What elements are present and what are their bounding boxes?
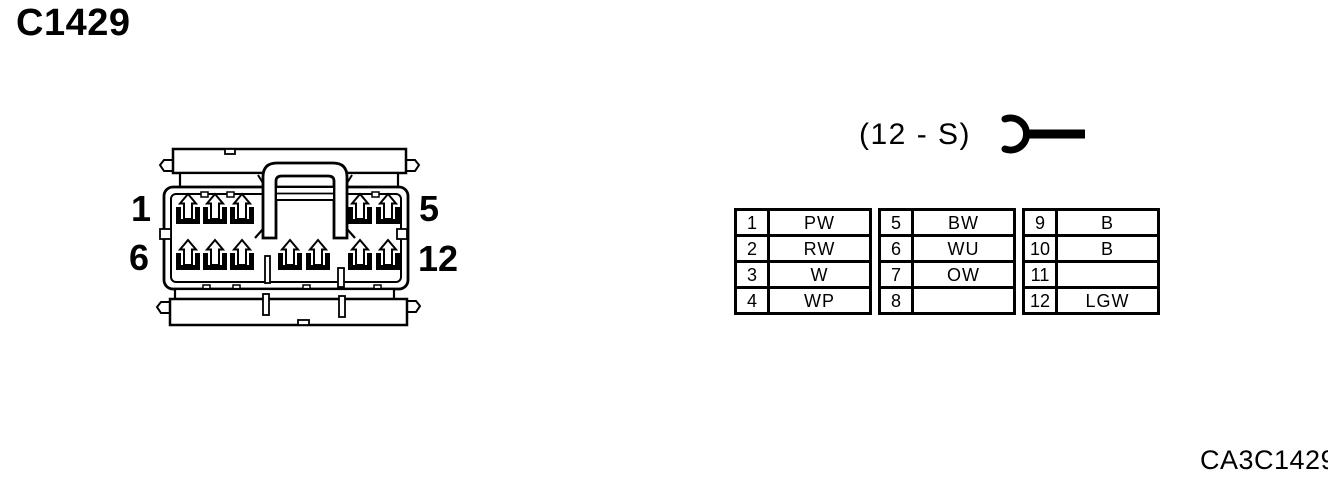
pin-number-cell: 1 [734, 208, 770, 237]
pin-number-cell: 12 [1022, 286, 1058, 315]
pin-number-cell: 4 [734, 286, 770, 315]
connector-face-drawing [155, 147, 422, 327]
pin-number-cell: 9 [1022, 208, 1058, 237]
wire-color-cell: OW [911, 260, 1016, 289]
wire-color-cell: WU [911, 234, 1016, 263]
pin-marker-6: 6 [129, 237, 150, 278]
pin-marker-12: 12 [418, 238, 459, 279]
pin-number-cell: 11 [1022, 260, 1058, 289]
pin-number-cell: 6 [878, 234, 914, 263]
wire-color-cell: B [1055, 234, 1160, 263]
body-key-right [337, 267, 345, 288]
connector-latch [254, 161, 356, 240]
wire-color-cell: BW [911, 208, 1016, 237]
wire-color-cell: B [1055, 208, 1160, 237]
wire-color-cell: W [767, 260, 872, 289]
female-terminal-icon [1001, 114, 1085, 154]
pin-marker-1: 1 [131, 188, 152, 229]
connector-bottom-rail [155, 287, 422, 327]
drawing-code: CA3C1429 [1200, 445, 1328, 475]
body-key-left [264, 255, 271, 284]
pin-number-cell: 10 [1022, 234, 1058, 263]
connector-type-label: (12 - S) [859, 118, 972, 151]
pin-number-cell: 3 [734, 260, 770, 289]
pin-number-cell: 7 [878, 260, 914, 289]
pin-marker-5: 5 [419, 188, 440, 229]
pin-number-cell: 8 [878, 286, 914, 315]
wire-color-cell: RW [767, 234, 872, 263]
wire-color-cell [911, 286, 1016, 315]
wire-color-cell: PW [767, 208, 872, 237]
connector-body [159, 185, 410, 291]
wire-color-cell [1055, 260, 1160, 289]
pin-number-cell: 2 [734, 234, 770, 263]
pin-number-cell: 5 [878, 208, 914, 237]
wire-color-cell: WP [767, 286, 872, 315]
wire-color-cell: LGW [1055, 286, 1160, 315]
page-title: C1429 [16, 2, 131, 44]
